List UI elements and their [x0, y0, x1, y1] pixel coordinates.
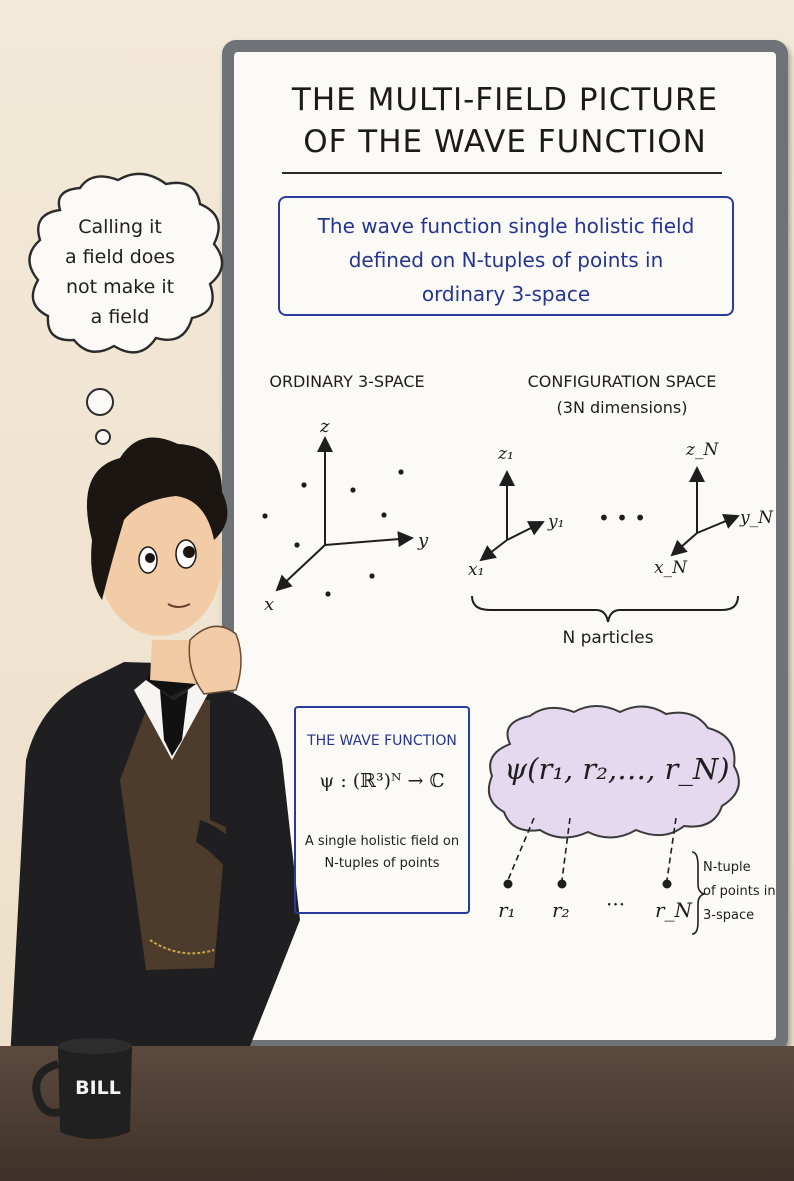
wave-function-caption-line2: N-tuples of points	[324, 856, 440, 871]
board-title-line1: THE MULTI-FIELD PICTURE	[291, 82, 719, 118]
config-x1-label: x₁	[468, 560, 485, 580]
desk	[0, 1046, 794, 1181]
config-zN-label: z_N	[686, 440, 719, 460]
configuration-space-label: CONFIGURATION SPACE	[527, 372, 717, 391]
title-underline	[282, 172, 722, 174]
ntuple-label-line1: N-tuple	[703, 860, 751, 875]
ordinary-y-label: y	[418, 530, 429, 551]
definition-box	[278, 196, 734, 316]
configuration-space-sublabel: (3N dimensions)	[556, 398, 688, 417]
ntuple-label-line2: of points in	[703, 884, 776, 899]
point-ellipsis: ···	[606, 892, 626, 916]
particles-brace	[471, 595, 739, 623]
definition-line3: ordinary 3-space	[421, 282, 591, 306]
config-ellipsis: • • •	[598, 506, 647, 530]
board-title-line2: OF THE WAVE FUNCTION	[303, 124, 707, 160]
mug-label: BILL	[75, 1077, 121, 1099]
wave-function-box	[294, 706, 470, 914]
psi-expression: ψ(r₁, r₂,…, r_N)	[504, 752, 730, 786]
config-yN-label: y_N	[740, 508, 773, 528]
psi-cloud-shape	[488, 705, 740, 839]
thought-line4: a field	[90, 306, 150, 328]
wave-function-title: THE WAVE FUNCTION	[307, 733, 457, 749]
wave-function-formula: ψ : (ℝ³)ᴺ → ℂ	[319, 770, 445, 792]
ordinary-space-points	[262, 469, 404, 597]
ntuple-brace	[691, 851, 707, 935]
config-axes-first	[479, 470, 545, 562]
thought-line2: a field does	[65, 246, 175, 268]
thought-line3: not make it	[65, 276, 175, 298]
config-z1-label: z₁	[498, 444, 514, 464]
thought-dot-large	[86, 388, 114, 416]
thought-bubble-shape	[28, 172, 224, 354]
point-r2-label: r₂	[552, 898, 570, 922]
particles-label: N particles	[562, 628, 654, 648]
config-xN-label: x_N	[654, 558, 687, 578]
mug	[32, 1038, 132, 1139]
definition-line1: The wave function single holistic field	[317, 214, 695, 238]
ordinary-space-axes	[275, 436, 414, 592]
ordinary-z-label: z	[320, 416, 330, 437]
wave-function-caption-line1: A single holistic field on	[304, 834, 460, 849]
thought-line1: Calling it	[78, 216, 162, 238]
ordinary-x-label: x	[264, 594, 275, 615]
ntuple-label-line3: 3-space	[703, 908, 755, 923]
psi-points	[503, 879, 672, 889]
ordinary-space-label: ORDINARY 3-SPACE	[269, 372, 425, 391]
config-y1-label: y₁	[548, 512, 565, 532]
point-rN-label: r_N	[655, 898, 693, 922]
point-r1-label: r₁	[498, 898, 516, 922]
psi-point-connectors	[507, 817, 677, 881]
definition-line2: defined on N-tuples of points in	[348, 248, 664, 272]
thought-dot-small	[95, 429, 111, 445]
man-figure	[10, 437, 300, 1060]
config-axes-last	[670, 466, 740, 557]
